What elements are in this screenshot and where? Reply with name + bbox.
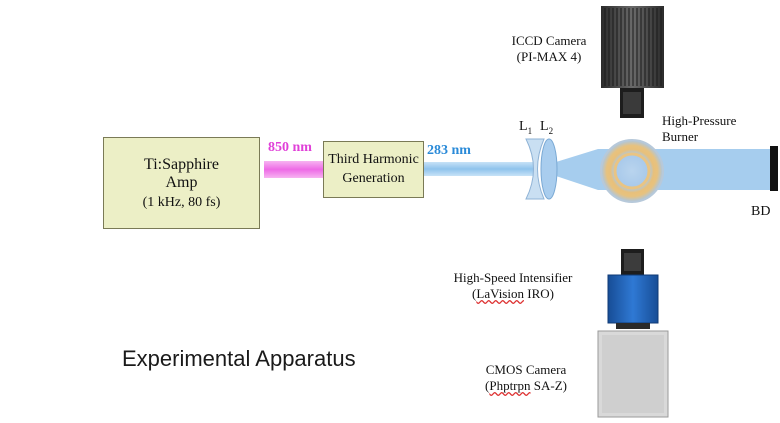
iccd-camera-icon <box>601 6 664 118</box>
intensifier-icon <box>607 249 659 329</box>
laser-amp-name-line2: Amp <box>165 173 198 191</box>
page-title: Experimental Apparatus <box>122 346 356 371</box>
lens-l1-icon <box>525 138 545 200</box>
lens-l1-label-sub: 1 <box>527 125 533 136</box>
lens-l2-icon <box>540 138 558 200</box>
intensifier-label: High-Speed Intensifier (LaVision IRO) <box>420 270 606 303</box>
cmos-label-line1: CMOS Camera <box>485 362 567 377</box>
cmos-model-open: ( <box>485 378 490 394</box>
thg-box: Third Harmonic Generation <box>323 141 424 198</box>
beam-283nm-expanded <box>556 149 776 190</box>
intensifier-model-open: ( <box>472 286 477 302</box>
lens-l2-label-sub: 2 <box>548 125 554 136</box>
intensifier-model-brand: LaVision <box>476 286 524 302</box>
laser-amp-specs: (1 kHz, 80 fs) <box>142 194 221 210</box>
intensifier-model-rest: IRO) <box>523 286 554 302</box>
lens-l2-label-main: L <box>540 119 549 134</box>
cmos-camera-icon <box>597 330 669 418</box>
lens-l1-label: L1 <box>519 118 532 137</box>
burner-label-line2: Burner <box>662 129 699 145</box>
cmos-label: CMOS Camera (Phptrpn SA-Z) <box>462 362 590 395</box>
label-283nm: 283 nm <box>427 143 471 158</box>
intensifier-label-line1: High-Speed Intensifier <box>453 270 573 285</box>
lens-l1-label-main: L <box>519 119 528 134</box>
cmos-model-rest: SA-Z) <box>530 378 567 394</box>
thg-line1: Third Harmonic <box>328 152 419 168</box>
lens-l2-label: L2 <box>540 118 553 137</box>
cmos-label-line2: (Phptrpn SA-Z) <box>462 378 590 394</box>
intensifier-label-line2: (LaVision IRO) <box>420 286 606 302</box>
burner-icon <box>600 139 664 203</box>
iccd-label-line2: (PI-MAX 4) <box>516 49 582 65</box>
label-850nm: 850 nm <box>268 140 312 155</box>
beam-dump-label: BD <box>751 204 771 219</box>
laser-amp-box: Ti:Sapphire Amp (1 kHz, 80 fs) <box>103 137 260 229</box>
burner-label: High-Pressure Burner <box>662 113 736 146</box>
beam-850nm <box>264 161 324 178</box>
thg-line2: Generation <box>342 170 405 186</box>
beam-dump-icon <box>770 146 778 191</box>
iccd-label-line1: ICCD Camera <box>511 33 587 48</box>
laser-amp-name-line1: Ti:Sapphire <box>144 155 219 173</box>
beam-283nm <box>424 162 536 176</box>
iccd-label: ICCD Camera (PI-MAX 4) <box>497 33 601 66</box>
cmos-model-brand: Phptrpn <box>489 378 531 394</box>
burner-label-line1: High-Pressure <box>662 113 737 128</box>
burner-inner-ring <box>613 152 651 190</box>
